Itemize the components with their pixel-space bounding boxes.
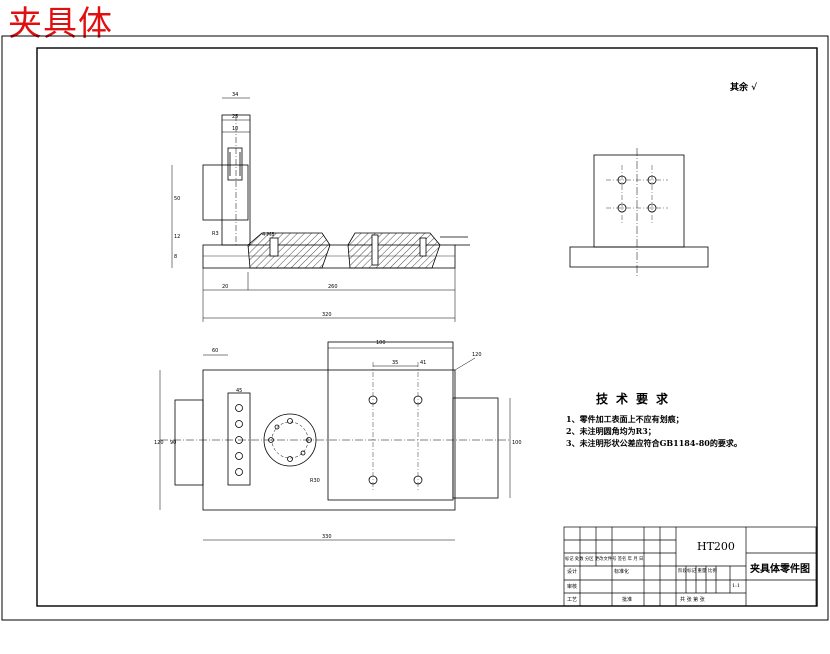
drawing-name: 夹具体零件图 — [750, 564, 810, 575]
side-view — [569, 148, 709, 278]
change-row-labels: 标记 处数 分区 更改文件号 签名 年 月 日 — [565, 557, 644, 562]
process-label: 工艺 — [567, 597, 578, 603]
stage-labels: 阶段标记 重量 比例 — [678, 569, 717, 574]
svg-text:25: 25 — [232, 114, 238, 120]
technical-requirements-title: 技术要求 — [596, 392, 677, 406]
svg-text:4-M8: 4-M8 — [262, 232, 274, 238]
drawing-frame — [36, 47, 818, 607]
svg-text:41: 41 — [420, 360, 426, 366]
plan-view-dims: 60 45 35 120 90 41 R30 100 100 120 330 — [154, 340, 522, 540]
front-view — [171, 97, 470, 322]
svg-text:50: 50 — [174, 196, 180, 202]
svg-text:120: 120 — [154, 440, 164, 446]
svg-text:20: 20 — [222, 284, 228, 290]
review-label: 审核 — [567, 584, 578, 590]
svg-text:8: 8 — [174, 254, 177, 260]
svg-text:34: 34 — [232, 92, 238, 98]
requirement-item: 2、未注明圆角均为R3； — [566, 426, 656, 436]
svg-text:120: 120 — [472, 352, 482, 358]
svg-text:R3: R3 — [212, 231, 219, 237]
svg-text:10: 10 — [232, 126, 238, 132]
svg-text:12: 12 — [174, 234, 180, 240]
design-label: 设计 — [567, 569, 578, 575]
svg-text:90: 90 — [170, 440, 176, 446]
roughness-note: 其余 √ — [730, 83, 758, 93]
svg-text:100: 100 — [376, 340, 386, 346]
page-title: 夹具体 — [8, 4, 113, 44]
front-view-dims: 34 25 10 50 12 8 4-M8 R3 20 260 320 — [174, 92, 338, 318]
svg-text:320: 320 — [322, 312, 332, 318]
outer-border — [1, 35, 829, 621]
scale-value: 1:1 — [732, 583, 741, 589]
svg-text:100: 100 — [512, 440, 522, 446]
svg-text:R30: R30 — [310, 478, 320, 484]
sheet-labels: 共 张 第 张 — [680, 597, 705, 603]
svg-text:330: 330 — [322, 534, 332, 540]
material-label: HT200 — [697, 540, 735, 553]
standardize-label: 标准化 — [614, 569, 630, 575]
svg-text:260: 260 — [328, 284, 338, 290]
svg-text:60: 60 — [212, 348, 218, 354]
approve-label: 批准 — [622, 597, 633, 603]
requirement-item: 1、零件加工表面上不应有划痕； — [566, 414, 684, 424]
svg-text:45: 45 — [236, 388, 242, 394]
requirement-item: 3、未注明形状公差应符合GB1184-80的要求。 — [566, 438, 742, 448]
plan-view — [159, 341, 511, 541]
technical-requirements: 技术要求 1、零件加工表面上不应有划痕； 2、未注明圆角均为R3； 3、未注明形… — [566, 390, 742, 449]
title-block — [563, 526, 817, 607]
svg-text:35: 35 — [392, 360, 398, 366]
